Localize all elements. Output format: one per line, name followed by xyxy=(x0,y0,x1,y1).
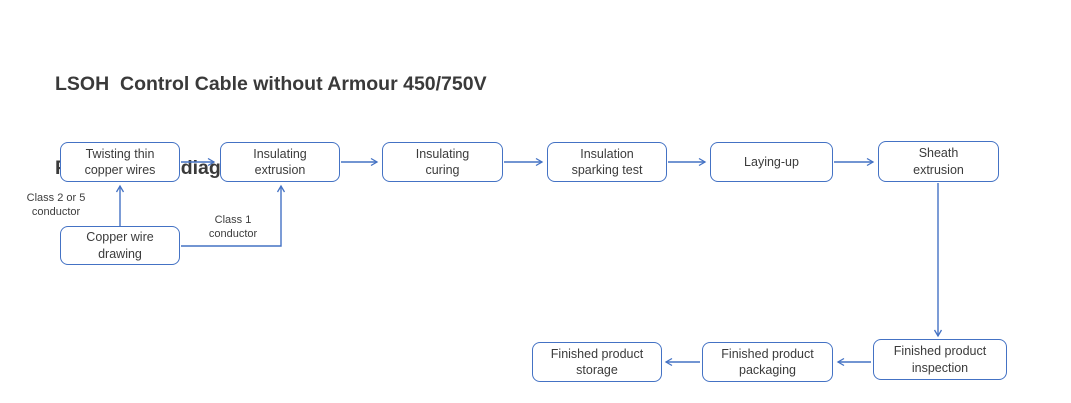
node-twisting-thin-copper-wires: Twisting thin copper wires xyxy=(60,142,180,182)
node-label-line: Insulation xyxy=(580,146,634,161)
node-label-line: Twisting thin xyxy=(85,146,155,161)
page-title-line1: LSOH Control Cable without Armour 450/75… xyxy=(55,72,487,95)
node-label-line: drawing xyxy=(98,246,142,261)
node-label-line: curing xyxy=(425,163,460,177)
node-finished-product-inspection: Finished product inspection xyxy=(873,339,1007,380)
node-label-line: extrusion xyxy=(913,162,964,177)
node-label-line: Finished product xyxy=(893,344,987,359)
node-label-line: packaging xyxy=(739,363,796,377)
node-laying-up: Laying-up xyxy=(710,142,833,182)
edge-label-class-2-or-5-conductor: Class 2 or 5 conductor xyxy=(16,192,96,220)
node-label-line: storage xyxy=(576,363,618,377)
edge-label-line: conductor xyxy=(31,205,81,218)
node-label-line: inspection xyxy=(911,360,969,375)
node-label-line: Sheath xyxy=(918,146,959,161)
edge-label-line: Class 1 xyxy=(214,214,252,226)
node-label-line: extrusion xyxy=(254,163,306,177)
node-label-line: Insulating xyxy=(415,146,470,161)
edge-label-class-1-conductor: Class 1 conductor xyxy=(193,214,273,242)
node-finished-product-packaging: Finished product packaging xyxy=(702,342,833,382)
node-copper-wire-drawing: Copper wire drawing xyxy=(60,226,180,265)
node-sheath-extrusion: Sheath extrusion xyxy=(878,141,999,182)
node-finished-product-storage: Finished product storage xyxy=(532,342,662,382)
node-label-line: Insulating xyxy=(253,146,307,161)
node-label-line: Finished product xyxy=(721,346,814,361)
node-label-line: sparking test xyxy=(571,163,643,177)
node-insulation-sparking-test: Insulation sparking test xyxy=(547,142,667,182)
edge-label-line: conductor xyxy=(208,227,258,240)
node-label-line: Finished product xyxy=(550,346,644,361)
node-insulating-curing: Insulating curing xyxy=(382,142,503,182)
node-label-line: copper wires xyxy=(84,163,156,177)
page-title: LSOH Control Cable without Armour 450/75… xyxy=(55,13,487,239)
edge-label-line: Class 2 or 5 xyxy=(26,192,86,204)
node-label-line: Laying-up xyxy=(744,154,799,169)
node-insulating-extrusion: Insulating extrusion xyxy=(220,142,340,182)
node-label-line: Copper wire xyxy=(86,230,154,245)
